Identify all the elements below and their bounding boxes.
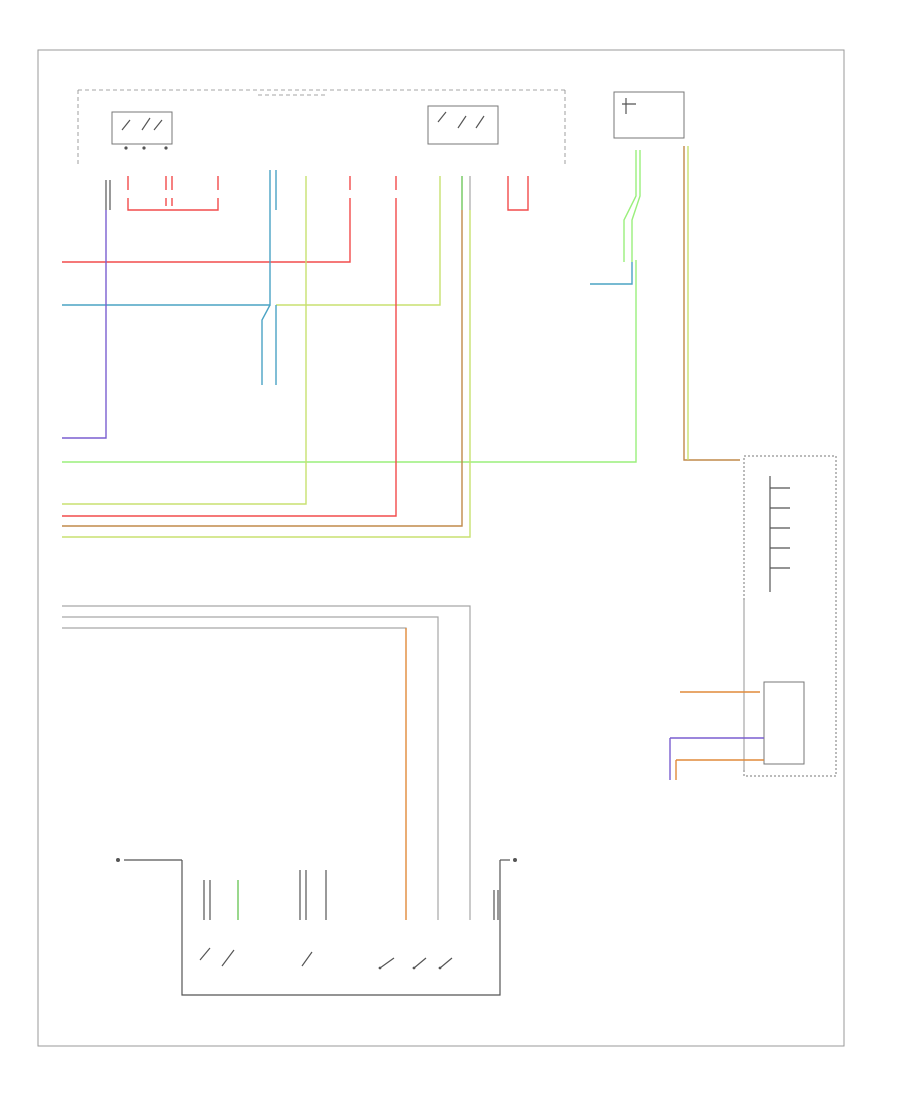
control-module-box xyxy=(613,91,685,139)
left-relay xyxy=(111,111,173,150)
splice-ground xyxy=(261,304,277,385)
fuse-box xyxy=(77,89,566,165)
lower-gray-wires xyxy=(62,605,471,890)
module-wires xyxy=(590,146,740,461)
diagram-frame xyxy=(37,49,845,1047)
instrument-cluster xyxy=(743,455,837,777)
left-horizontal-wires xyxy=(62,206,637,538)
selector-switch xyxy=(116,858,517,996)
control-relay xyxy=(427,105,499,145)
top-connectors xyxy=(105,170,529,211)
cluster-ground-wires xyxy=(669,691,764,780)
